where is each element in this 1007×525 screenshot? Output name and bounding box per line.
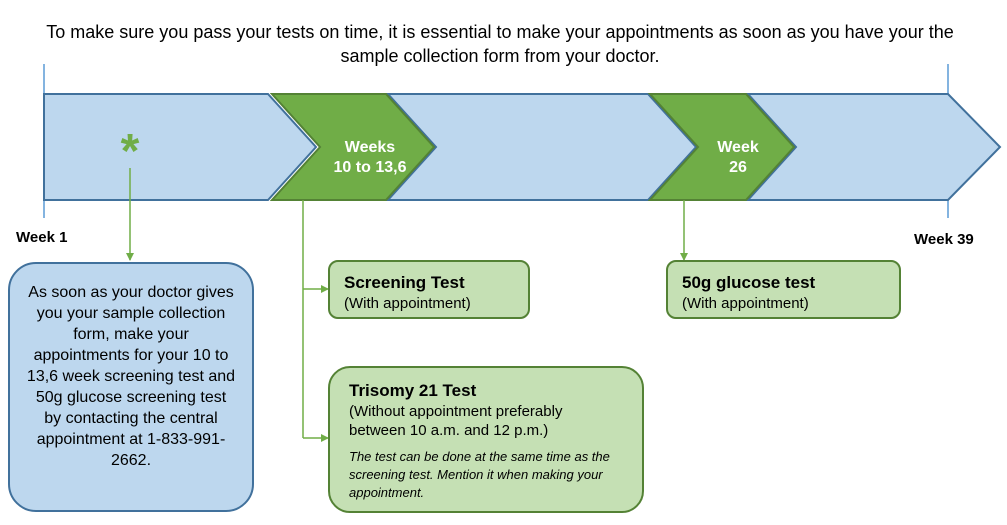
- doctor-instructions-text: As soon as your doctor gives you your sa…: [26, 284, 236, 469]
- screening-test-box: Screening Test (With appointment): [328, 260, 530, 319]
- intro-text: To make sure you pass your tests on time…: [46, 22, 954, 66]
- chevron-segment-1: [43, 93, 318, 201]
- chevron-stage-week-26: [647, 93, 796, 201]
- week-start-label: Week 1: [16, 229, 68, 246]
- chevron-segment-3: [385, 93, 698, 201]
- trisomy-test-box: Trisomy 21 Test (Without appointment pre…: [328, 366, 644, 513]
- glucose-test-box: 50g glucose test (With appointment): [666, 260, 901, 319]
- glucose-test-title: 50g glucose test: [682, 273, 816, 292]
- start-marker-asterisk: *: [120, 125, 140, 178]
- stage-label-line1: Week: [717, 139, 759, 156]
- trisomy-test-note: The test can be done at the same time as…: [349, 449, 610, 500]
- week-end-label: Week 39: [914, 231, 974, 248]
- stage-label-line1: Weeks: [344, 139, 396, 156]
- stage-label-line2: 10 to 13,6: [333, 159, 407, 176]
- stage-label-weeks-10-13: Weeks 10 to 13,6: [318, 138, 422, 178]
- stage-label-line2: 26: [729, 159, 747, 176]
- chevron-segment-5: [745, 93, 1002, 201]
- trisomy-test-subtitle-line1: (Without appointment preferably: [349, 403, 563, 420]
- trisomy-test-title: Trisomy 21 Test: [349, 381, 477, 400]
- stage-label-week-26: Week 26: [696, 138, 780, 178]
- trisomy-test-subtitle-line2: between 10 a.m. and 12 p.m.): [349, 422, 549, 439]
- chevron-stage-weeks-10-13: [269, 93, 436, 201]
- glucose-test-subtitle: (With appointment): [682, 295, 809, 312]
- doctor-instructions-box: As soon as your doctor gives you your sa…: [8, 262, 254, 512]
- screening-test-title: Screening Test: [344, 273, 465, 292]
- screening-test-subtitle: (With appointment): [344, 295, 471, 312]
